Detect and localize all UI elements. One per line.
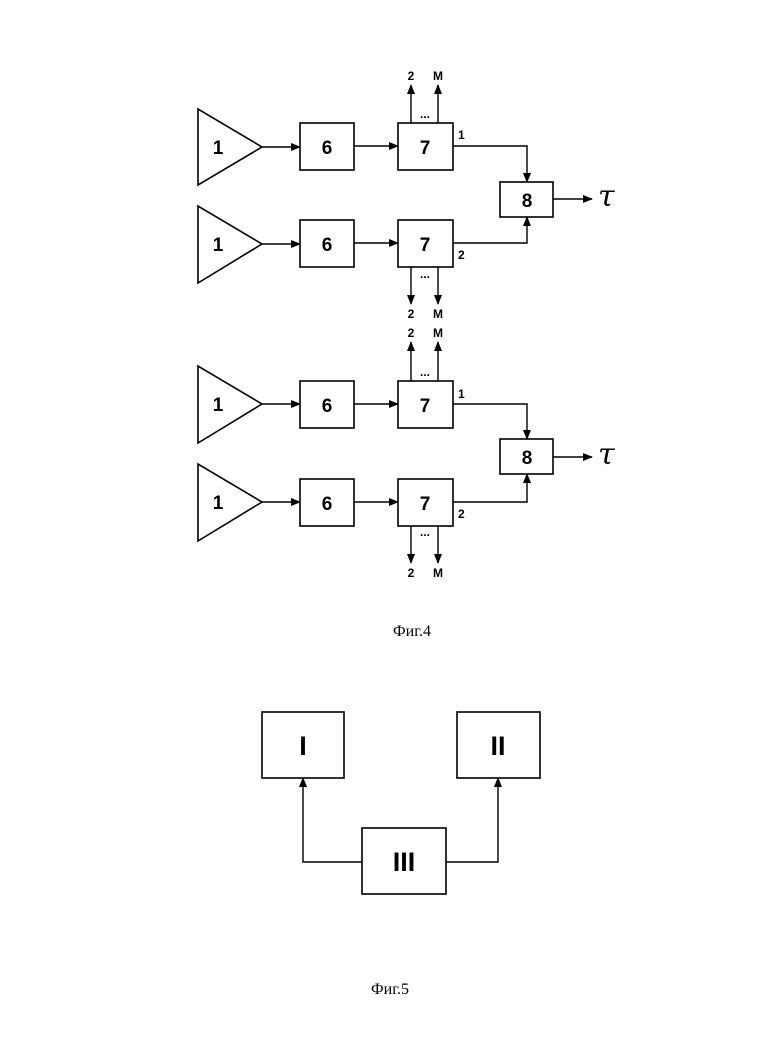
output-port-label: 2: [458, 248, 465, 262]
amplifier-triangle: [198, 464, 262, 541]
ellipsis: ...: [420, 365, 430, 379]
amplifier-label: 1: [213, 138, 224, 159]
group-2: 1 6 7 ... 2 M 1 1 6: [198, 326, 615, 580]
block-II-label: II: [490, 731, 505, 761]
side-output-2-label: 2: [408, 326, 415, 340]
ellipsis: ...: [420, 267, 430, 281]
side-output-2-label: 2: [408, 307, 415, 321]
block-7-label: 7: [420, 396, 431, 417]
connector-III-to-I: [303, 778, 362, 862]
amplifier-label: 1: [213, 395, 224, 416]
connector: [453, 474, 527, 502]
block-8-label: 8: [522, 448, 533, 469]
amplifier-triangle: [198, 206, 262, 283]
output-port-label: 2: [458, 507, 465, 521]
ellipsis: ...: [420, 525, 430, 539]
figure-4-caption: Фиг.4: [393, 623, 431, 640]
side-output-2-label: 2: [408, 566, 415, 580]
figure-4: 1 6 7 ... 2 M 1 1 6: [198, 69, 615, 640]
block-I-label: I: [299, 731, 307, 761]
group-1: 1 6 7 ... 2 M 1 1 6: [198, 69, 615, 321]
row-1-1: 1 6 7 ... 2 M 1: [198, 69, 527, 185]
side-output-m-label: M: [433, 69, 443, 83]
side-output-m-label: M: [433, 307, 443, 321]
connector: [453, 146, 527, 182]
figure-5: I II III Фиг.5: [262, 712, 540, 998]
amplifier-label: 1: [213, 493, 224, 514]
block-7-label: 7: [420, 494, 431, 515]
tau-label: τ: [598, 179, 615, 214]
block-6-label: 6: [322, 235, 333, 256]
connector-III-to-II: [446, 778, 498, 862]
figure-5-caption: Фиг.5: [371, 981, 409, 998]
side-output-m-label: M: [433, 566, 443, 580]
ellipsis: ...: [420, 107, 430, 121]
row-2-1: 1 6 7 ... 2 M 1: [198, 326, 527, 443]
block-8-label: 8: [522, 191, 533, 212]
side-output-m-label: M: [433, 326, 443, 340]
block-6-label: 6: [322, 494, 333, 515]
block-7-label: 7: [420, 235, 431, 256]
output-port-label: 1: [458, 128, 465, 142]
block-7-label: 7: [420, 138, 431, 159]
amplifier-triangle: [198, 366, 262, 443]
amplifier-triangle: [198, 109, 262, 185]
row-2-2: 1 6 7 ... 2 M 2: [198, 464, 527, 580]
connector: [453, 404, 527, 439]
side-output-2-label: 2: [408, 69, 415, 83]
block-6-label: 6: [322, 396, 333, 417]
row-1-2: 1 6 7 ... 2 M 2: [198, 206, 527, 321]
block-III-label: III: [393, 847, 416, 877]
tau-label: τ: [598, 437, 615, 472]
output-port-label: 1: [458, 387, 465, 401]
block-6-label: 6: [322, 138, 333, 159]
connector: [453, 217, 527, 243]
amplifier-label: 1: [213, 235, 224, 256]
